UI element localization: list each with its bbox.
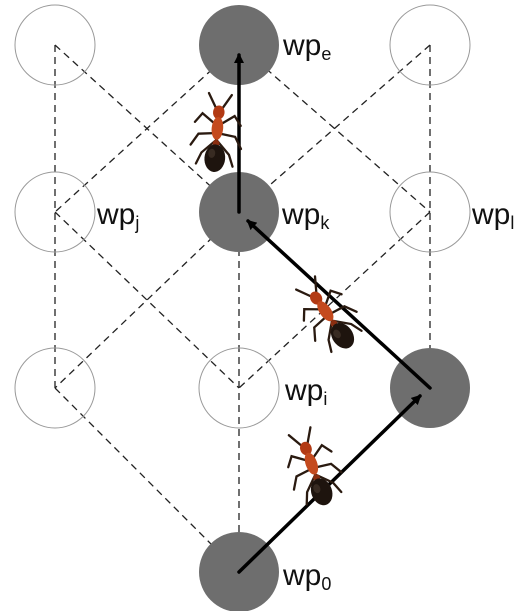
label-wp-l: wpl: [471, 198, 514, 233]
path-arrow-1: [237, 394, 422, 574]
label-wp-k: wpk: [281, 198, 330, 233]
path-arrow-2: [246, 219, 432, 390]
label-wp-i: wpi: [284, 374, 327, 409]
node-bottom-left: [14, 347, 96, 429]
node-wp-i: [198, 347, 280, 429]
ant-icon: [283, 267, 373, 363]
dashed-edges: [54, 44, 431, 573]
node-wp-j: [14, 171, 96, 253]
ant-path: [234, 53, 432, 574]
label-wp-j: wpj: [96, 198, 139, 233]
node-wp-e: [199, 5, 279, 85]
label-wp-0: wp0: [282, 559, 331, 594]
label-wp-e: wpe: [282, 29, 331, 64]
node-top-left: [14, 4, 96, 86]
ant-icon: [187, 90, 247, 176]
unvisited-nodes: [14, 4, 471, 429]
node-top-right: [389, 4, 471, 86]
node-wp-l: [389, 171, 471, 253]
